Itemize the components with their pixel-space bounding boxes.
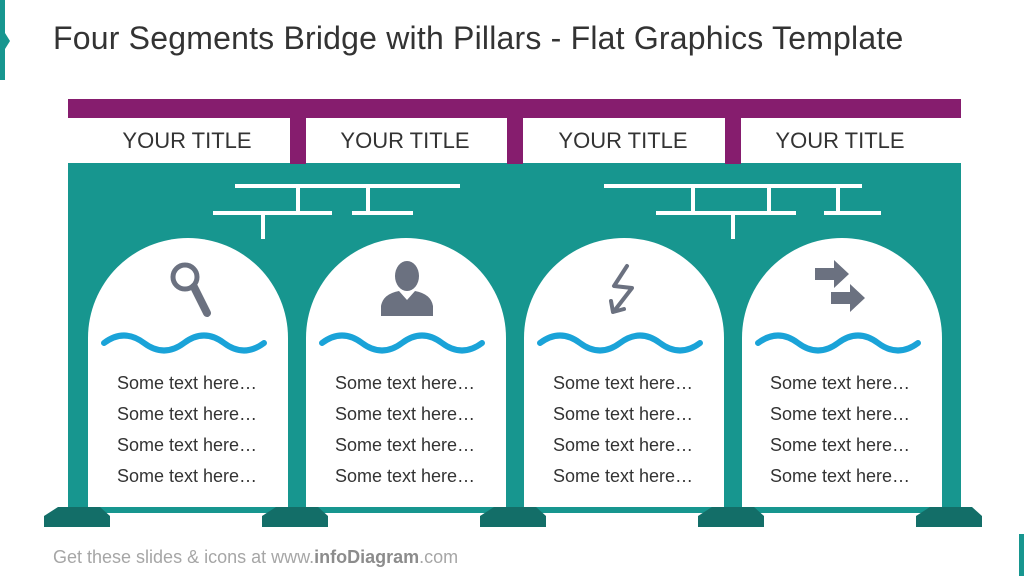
text-line: Some text here… bbox=[552, 435, 694, 455]
bridge-beam bbox=[68, 99, 961, 118]
text-line: Some text here… bbox=[769, 466, 911, 486]
text-line: Some text here… bbox=[769, 373, 911, 393]
brick-lines-right bbox=[604, 184, 881, 239]
wave-4 bbox=[755, 332, 921, 354]
footer-suffix: .com bbox=[419, 547, 459, 567]
pillar-base-2 bbox=[262, 507, 328, 527]
beam-post-3 bbox=[725, 115, 741, 164]
wave-3 bbox=[537, 332, 703, 354]
text-line: Some text here… bbox=[334, 373, 476, 393]
text-line: Some text here… bbox=[116, 435, 258, 455]
segment-title-1: YOUR TITLE bbox=[122, 128, 252, 153]
text-line: Some text here… bbox=[116, 404, 258, 424]
text-line: Some text here… bbox=[552, 404, 694, 424]
text-line: Some text here… bbox=[769, 435, 911, 455]
text-line: Some text here… bbox=[552, 466, 694, 486]
pillar-base-5 bbox=[916, 507, 982, 527]
footer-brand: infoDiagram bbox=[314, 547, 420, 567]
text-line: Some text here… bbox=[552, 373, 694, 393]
text-line: Some text here… bbox=[334, 404, 476, 424]
text-line: Some text here… bbox=[116, 373, 258, 393]
wave-2 bbox=[319, 332, 485, 354]
segment-title-4: YOUR TITLE bbox=[775, 128, 905, 153]
arch-3 bbox=[524, 238, 724, 507]
pillar-base-4 bbox=[698, 507, 764, 527]
segment-text-4: Some text here… Some text here… Some tex… bbox=[755, 368, 925, 492]
text-line: Some text here… bbox=[769, 404, 911, 424]
text-line: Some text here… bbox=[334, 466, 476, 486]
beam-post-1 bbox=[290, 115, 306, 164]
beam-post-2 bbox=[507, 115, 523, 164]
brick-lines-left bbox=[213, 184, 460, 239]
magnifier-icon bbox=[170, 262, 211, 317]
left-accent-notch bbox=[5, 33, 10, 49]
arch-4 bbox=[742, 238, 942, 507]
arch-1 bbox=[88, 238, 288, 507]
segment-text-3: Some text here… Some text here… Some tex… bbox=[538, 368, 708, 492]
footer-prefix: Get these slides & icons at www. bbox=[53, 547, 315, 567]
pillar-base-1 bbox=[44, 507, 110, 527]
text-line: Some text here… bbox=[334, 435, 476, 455]
segment-title-3: YOUR TITLE bbox=[558, 128, 688, 153]
segment-title-2: YOUR TITLE bbox=[340, 128, 470, 153]
lightning-arrow-icon bbox=[609, 264, 634, 314]
exchange-arrows-icon bbox=[815, 260, 865, 312]
wave-1 bbox=[101, 332, 267, 354]
person-icon bbox=[381, 261, 433, 316]
pillar-base-3 bbox=[480, 507, 546, 527]
arch-2 bbox=[306, 238, 506, 507]
text-line: Some text here… bbox=[116, 466, 258, 486]
right-accent-bar bbox=[1019, 534, 1024, 576]
segment-text-1: Some text here… Some text here… Some tex… bbox=[102, 368, 272, 492]
footer-credit: Get these slides & icons at www.infoDiag… bbox=[53, 547, 458, 568]
left-accent-bar bbox=[0, 0, 5, 80]
page-title: Four Segments Bridge with Pillars - Flat… bbox=[53, 20, 904, 56]
segment-text-2: Some text here… Some text here… Some tex… bbox=[320, 368, 490, 492]
